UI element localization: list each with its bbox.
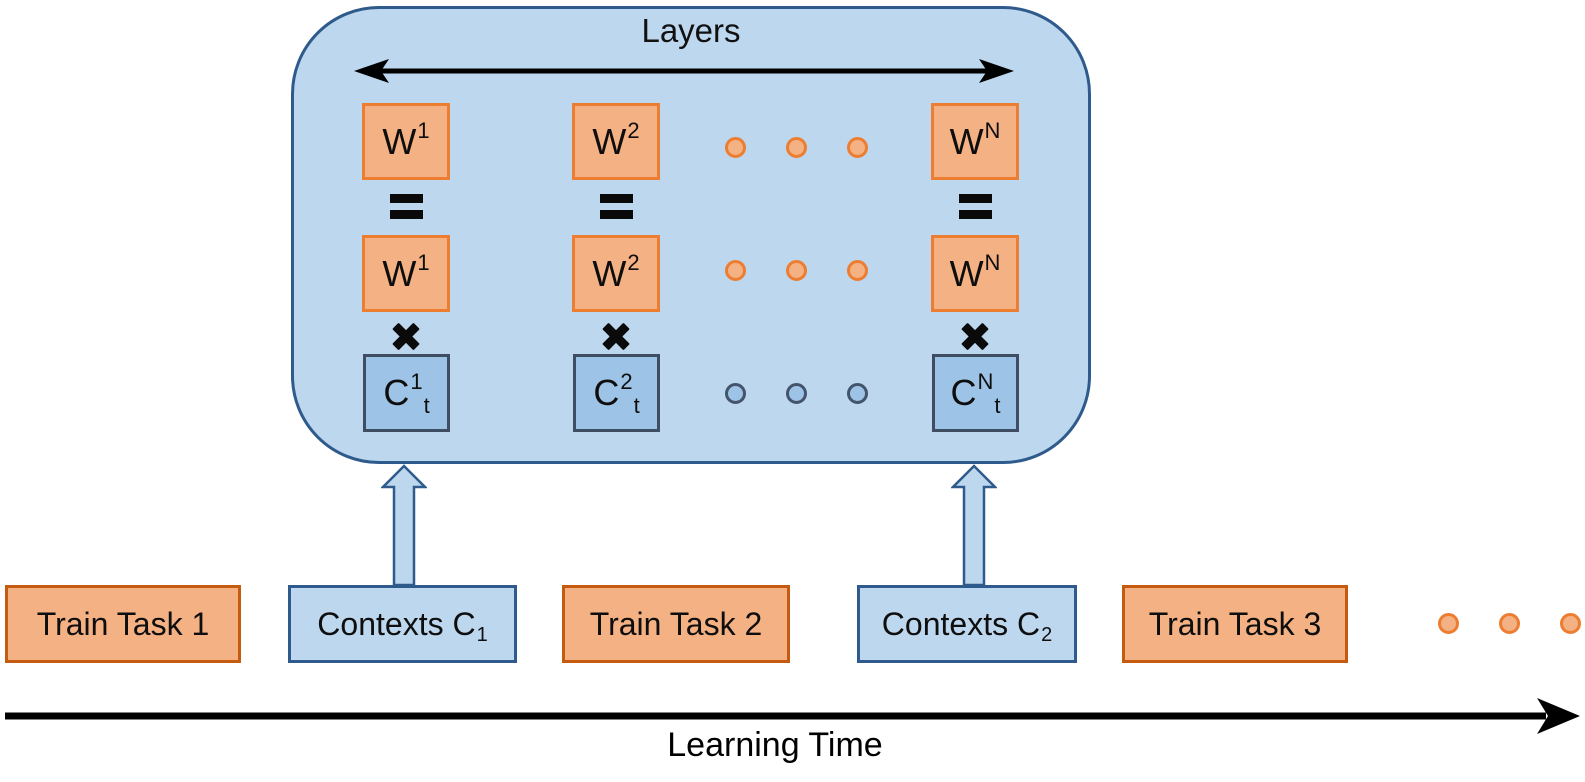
- wn-sup: N: [984, 249, 1001, 275]
- ellipsis-dot: [786, 260, 807, 281]
- train-task-1-label: Train Task 1: [36, 606, 210, 642]
- w2-sup: 2: [627, 117, 640, 143]
- train-task-3-label: Train Task 3: [1148, 606, 1322, 642]
- block-up-arrow-c2: [951, 464, 997, 587]
- wn-base: W: [949, 252, 984, 294]
- c2-sub: t: [633, 393, 640, 418]
- ellipsis-dot: [847, 260, 868, 281]
- cn-sub: t: [994, 393, 1001, 418]
- equals-icon: [600, 194, 633, 219]
- contexts-c2-sub: 2: [1041, 624, 1053, 646]
- w1-base: W: [382, 120, 417, 162]
- c1-sup: 1: [410, 369, 423, 394]
- wn-sup: N: [984, 117, 1001, 143]
- train-task-2-label: Train Task 2: [589, 606, 763, 642]
- ellipsis-dot: [786, 383, 807, 404]
- layers-title: Layers: [641, 12, 741, 49]
- contexts-c1-sub: 1: [476, 624, 488, 646]
- ellipsis-dot: [786, 137, 807, 158]
- c2-base: C: [593, 372, 620, 413]
- ellipsis-dot: [725, 260, 746, 281]
- w2-sup: 2: [627, 249, 640, 275]
- layers-span-arrow-icon: [354, 59, 1014, 83]
- times-icon: [601, 321, 631, 351]
- cn-base: C: [950, 372, 977, 413]
- c1-sub: t: [423, 393, 430, 418]
- ellipsis-dot: [725, 137, 746, 158]
- w1-sup: 1: [417, 117, 430, 143]
- train-task-1-box: Train Task 1: [5, 585, 241, 663]
- w2-base: W: [592, 120, 627, 162]
- c1-base: C: [383, 372, 410, 413]
- cn-sup: N: [977, 369, 994, 394]
- w1-sup: 1: [417, 249, 430, 275]
- c2-sup: 2: [620, 369, 633, 394]
- equals-icon: [390, 194, 423, 219]
- learning-time-arrow-icon: [5, 698, 1580, 734]
- ellipsis-dot: [1499, 613, 1520, 634]
- ellipsis-dot: [725, 383, 746, 404]
- ellipsis-dot: [1560, 613, 1581, 634]
- learning-time-label: Learning Time: [667, 726, 883, 764]
- equals-icon: [959, 194, 992, 219]
- w1-base: W: [382, 252, 417, 294]
- w2-base: W: [592, 252, 627, 294]
- train-task-2-box: Train Task 2: [562, 585, 790, 663]
- contexts-c1-label: Contexts C: [317, 606, 476, 642]
- train-task-3-box: Train Task 3: [1122, 585, 1348, 663]
- contexts-c2-label: Contexts C: [881, 606, 1041, 642]
- ellipsis-dot: [847, 137, 868, 158]
- times-icon: [391, 321, 421, 351]
- block-up-arrow-c1: [381, 464, 427, 587]
- wn-base: W: [949, 120, 984, 162]
- times-icon: [960, 321, 990, 351]
- ellipsis-dot: [847, 383, 868, 404]
- ellipsis-dot: [1438, 613, 1459, 634]
